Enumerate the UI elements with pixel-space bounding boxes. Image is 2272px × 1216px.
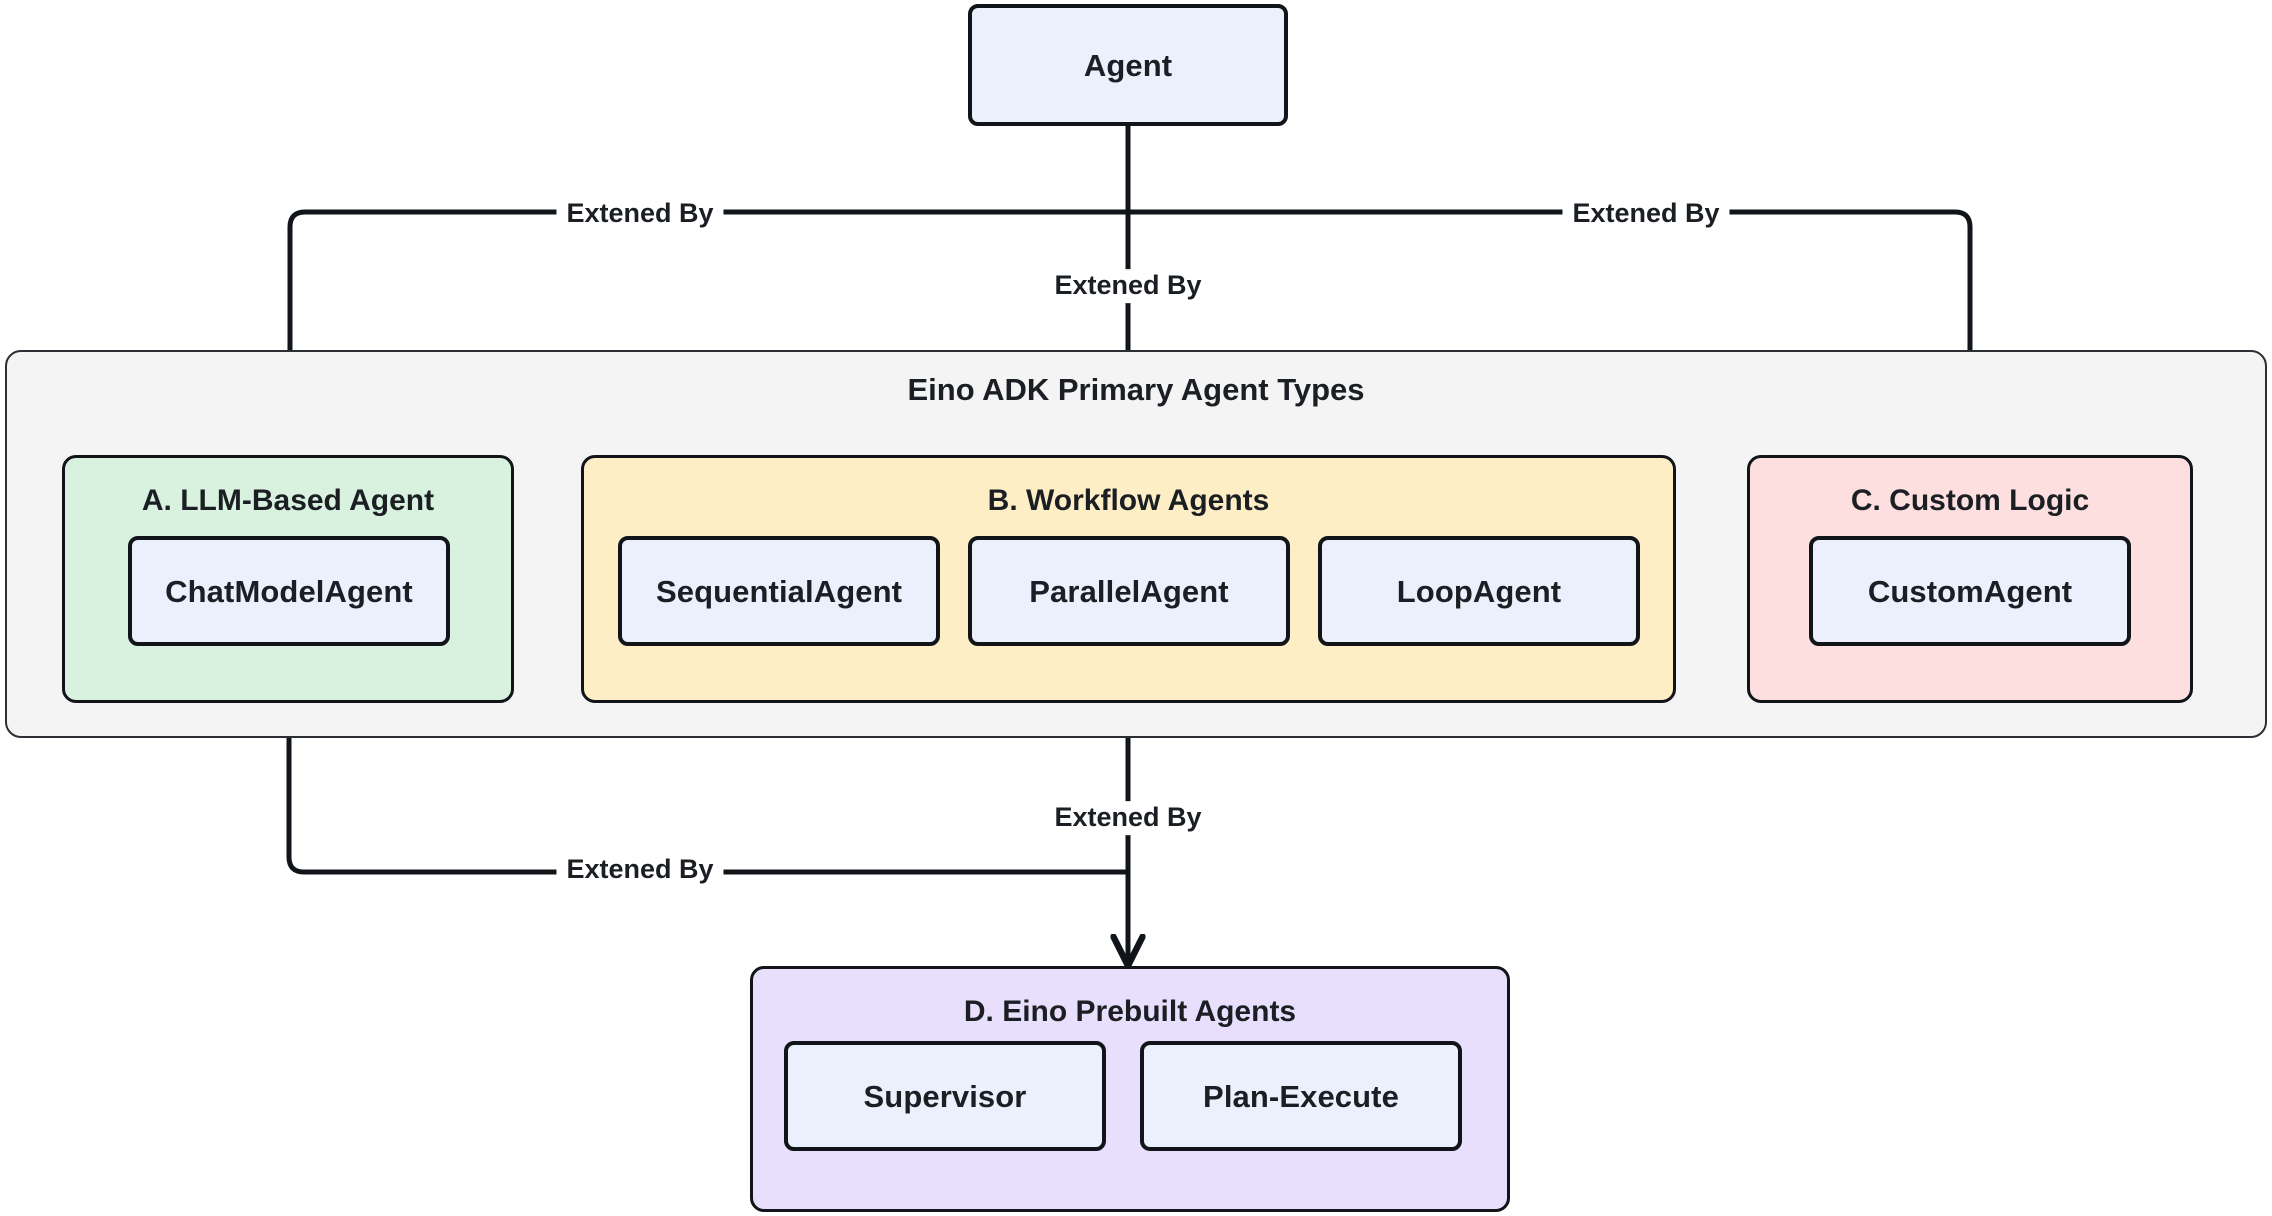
node-loopagent[interactable]: LoopAgent	[1318, 536, 1640, 646]
cluster-custom-logic-title: C. Custom Logic	[1850, 484, 2090, 517]
node-sequentialagent-label: SequentialAgent	[655, 573, 903, 609]
node-customagent-label: CustomAgent	[1867, 573, 2073, 609]
node-chatmodelagent[interactable]: ChatModelAgent	[128, 536, 450, 646]
node-sequentialagent[interactable]: SequentialAgent	[618, 536, 940, 646]
cluster-llm-based-agent-title: A. LLM-Based Agent	[141, 484, 435, 517]
edge-label-workflow-to-prebuilt: Extened By	[1044, 801, 1212, 835]
node-loopagent-label: LoopAgent	[1396, 573, 1562, 609]
node-agent[interactable]: Agent	[968, 4, 1288, 126]
edge-label-agent-to-llm-based: Extened By	[556, 197, 724, 231]
edge-label-llm-to-prebuilt: Extened By	[556, 853, 724, 887]
node-chatmodelagent-label: ChatModelAgent	[165, 573, 413, 609]
node-supervisor-label: Supervisor	[863, 1078, 1027, 1114]
node-agent-label: Agent	[1083, 47, 1173, 83]
edge-label-agent-to-workflow: Extened By	[1044, 269, 1212, 303]
node-parallelagent-label: ParallelAgent	[1029, 573, 1229, 609]
cluster-eino-prebuilt-agents-title: D. Eino Prebuilt Agents	[963, 995, 1297, 1028]
node-parallelagent[interactable]: ParallelAgent	[968, 536, 1290, 646]
node-customagent[interactable]: CustomAgent	[1809, 536, 2131, 646]
cluster-workflow-agents-title: B. Workflow Agents	[987, 484, 1270, 517]
node-plan-execute-label: Plan-Execute	[1203, 1078, 1399, 1114]
node-plan-execute[interactable]: Plan-Execute	[1140, 1041, 1462, 1151]
cluster-eino-adk-primary-agent-types-title: Eino ADK Primary Agent Types	[907, 372, 1365, 407]
edge-label-agent-to-custom-logic: Extened By	[1562, 197, 1730, 231]
node-supervisor[interactable]: Supervisor	[784, 1041, 1106, 1151]
